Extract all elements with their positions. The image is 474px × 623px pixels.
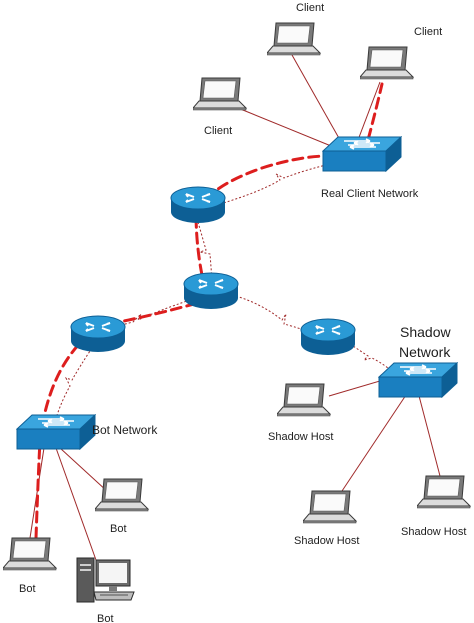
shadow-network-switch-icon: [378, 362, 458, 398]
label-shadow-network-line1: Shadow: [400, 324, 451, 340]
label-shadow-network-line2: Network: [399, 344, 451, 360]
link-client-right-switch: [357, 81, 381, 141]
link-bot-switch-bot1: [29, 447, 45, 539]
real-client-switch-icon: [322, 136, 402, 172]
label-bot-3: Bot: [97, 613, 114, 623]
router-left-icon: [70, 315, 126, 353]
link-bot-switch-bot3: [55, 447, 97, 561]
tunnel-router-left-bot-switch: [55, 347, 93, 419]
label-shadow-host-2: Shadow Host: [294, 535, 359, 547]
client-right-laptop-icon: [360, 46, 414, 80]
bot-network-switch-icon: [16, 414, 96, 450]
bot-1-laptop-icon: [3, 537, 57, 571]
tunnel-router-mid-router-right: [235, 295, 305, 331]
shadow-host-3-laptop-icon: [417, 475, 471, 509]
label-real-client-network: Real Client Network: [321, 188, 419, 200]
shadow-host-2-laptop-icon: [303, 490, 357, 524]
label-bot-2: Bot: [110, 523, 127, 535]
link-shadow-switch-host3: [417, 391, 441, 477]
label-shadow-host-1: Shadow Host: [268, 431, 333, 443]
shadow-host-1-laptop-icon: [277, 383, 331, 417]
link-client-top-switch: [291, 54, 341, 141]
link-bot-switch-bot2: [59, 447, 109, 493]
label-client-top: Client: [296, 2, 324, 14]
link-shadow-switch-host2: [339, 391, 409, 495]
router-right-icon: [300, 318, 356, 356]
label-bot-1: Bot: [19, 583, 36, 595]
tunnel-router-right-shadow-switch: [349, 343, 389, 369]
bot-3-desktop-icon: [76, 557, 135, 603]
link-client-left-switch: [237, 107, 337, 149]
tunnel-router-mid-router-left: [117, 299, 191, 327]
router-top-icon: [170, 186, 226, 224]
label-client-right: Client: [414, 26, 442, 38]
label-bot-network: Bot Network: [92, 423, 158, 437]
connection-links: [29, 54, 441, 561]
tunnel-router-top-real-switch: [219, 161, 341, 205]
label-shadow-host-3: Shadow Host: [401, 526, 466, 538]
client-left-laptop-icon: [193, 77, 247, 111]
bot-2-laptop-icon: [95, 478, 149, 512]
client-top-laptop-icon: [267, 22, 321, 56]
router-mid-icon: [183, 272, 239, 310]
label-client-left: Client: [204, 125, 232, 137]
